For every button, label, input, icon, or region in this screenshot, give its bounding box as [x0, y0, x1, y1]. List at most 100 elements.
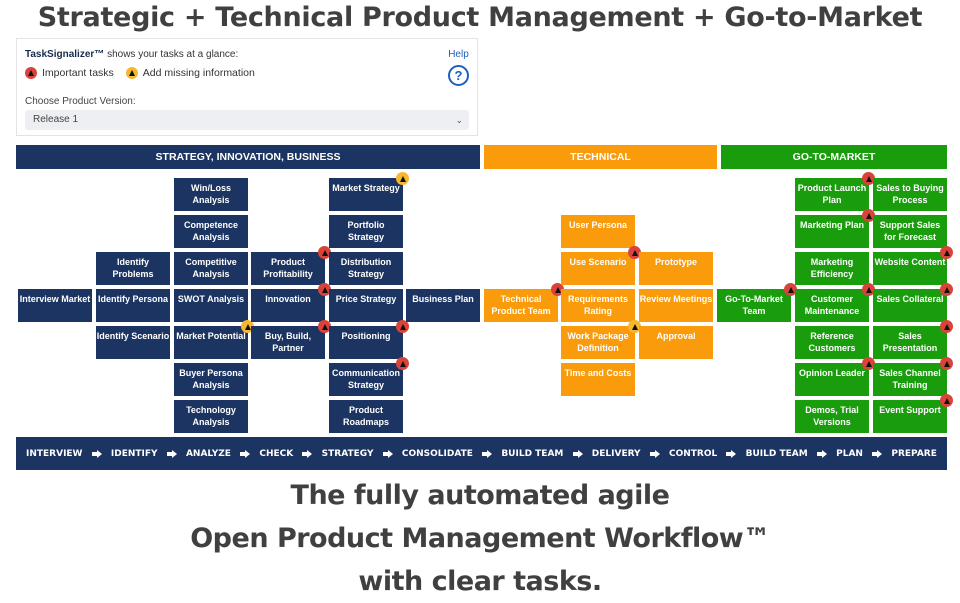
warning-icon[interactable] — [862, 357, 875, 370]
task-technical-product-team[interactable]: Technical Product Team — [484, 283, 564, 322]
task-sales-channel-training[interactable]: Sales Channel Training — [873, 357, 953, 396]
task-label: Market Potential — [176, 331, 246, 341]
task-marketing-plan[interactable]: Marketing Plan — [795, 209, 875, 248]
task-customer-maintenance[interactable]: Customer Maintenance — [795, 283, 875, 322]
task-opinion-leader[interactable]: Opinion Leader — [795, 357, 875, 396]
warning-icon[interactable] — [551, 283, 564, 296]
warning-icon[interactable] — [318, 246, 331, 259]
task-product-roadmaps[interactable]: Product Roadmaps — [329, 400, 403, 433]
task-market-strategy[interactable]: Market Strategy — [329, 172, 409, 211]
task-win-loss-analysis[interactable]: Win/Loss Analysis — [174, 178, 248, 211]
task-label: Price Strategy — [335, 294, 397, 304]
task-website-content[interactable]: Website Content — [873, 246, 953, 285]
task-price-strategy[interactable]: Price Strategy — [329, 289, 403, 322]
warning-icon[interactable] — [396, 172, 409, 185]
task-label: Communication Strategy — [331, 368, 400, 390]
task-sales-presentation[interactable]: Sales Presentation — [873, 320, 953, 359]
task-swot-analysis[interactable]: SWOT Analysis — [174, 289, 248, 322]
legend: Important tasks Add missing information — [25, 67, 267, 79]
task-label: Sales Presentation — [882, 331, 938, 353]
task-review-meetings[interactable]: Review Meetings — [639, 289, 713, 322]
arrow-right-icon — [572, 449, 583, 458]
band-go-to-market: GO-TO-MARKET — [721, 145, 947, 169]
warning-icon[interactable] — [940, 246, 953, 259]
task-innovation[interactable]: Innovation — [251, 283, 331, 322]
warning-icon[interactable] — [318, 283, 331, 296]
task-go-to-market-team[interactable]: Go-To-Market Team — [717, 283, 797, 322]
help-link[interactable]: Help ? — [448, 49, 469, 86]
task-label: Demos, Trial Versions — [805, 405, 859, 427]
task-sales-to-buying-process[interactable]: Sales to Buying Process — [873, 178, 947, 211]
task-product-launch-plan[interactable]: Product Launch Plan — [795, 172, 875, 211]
task-competitive-analysis[interactable]: Competitive Analysis — [174, 252, 248, 285]
tagline-line: with clear tasks. — [358, 566, 602, 597]
warning-icon — [125, 67, 138, 79]
help-icon[interactable]: ? — [448, 65, 469, 86]
task-label: Sales Collateral — [876, 294, 944, 304]
arrow-right-icon — [240, 449, 251, 458]
task-support-sales-for-forecast[interactable]: Support Sales for Forecast — [873, 215, 947, 248]
task-event-support[interactable]: Event Support — [873, 394, 953, 433]
warning-icon[interactable] — [940, 394, 953, 407]
task-distribution-strategy[interactable]: Distribution Strategy — [329, 252, 403, 285]
task-identify-problems[interactable]: Identify Problems — [96, 252, 170, 285]
warning-icon[interactable] — [940, 283, 953, 296]
task-market-potential[interactable]: Market Potential — [174, 320, 254, 359]
task-label: Review Meetings — [639, 294, 713, 304]
arrow-right-icon — [726, 449, 737, 458]
warning-icon[interactable] — [862, 209, 875, 222]
task-portfolio-strategy[interactable]: Portfolio Strategy — [329, 215, 403, 248]
legend-label: Important tasks — [42, 67, 114, 79]
warning-icon[interactable] — [628, 246, 641, 259]
warning-icon[interactable] — [862, 283, 875, 296]
warning-icon[interactable] — [940, 357, 953, 370]
task-communication-strategy[interactable]: Communication Strategy — [329, 357, 409, 396]
warning-icon[interactable] — [784, 283, 797, 296]
task-prototype[interactable]: Prototype — [639, 252, 713, 285]
tagline-line: Open Product Management Workflow™ — [190, 523, 770, 554]
task-identify-scenario[interactable]: Identify Scenario — [96, 326, 170, 359]
version-select[interactable]: Release 1 ⌄ — [25, 110, 469, 130]
task-user-persona[interactable]: User Persona — [561, 215, 635, 248]
task-label: Buy, Build, Partner — [264, 331, 312, 353]
task-label: Identify Problems — [112, 257, 154, 279]
task-marketing-efficiency[interactable]: Marketing Efficiency — [795, 252, 869, 285]
task-requirements-rating[interactable]: Requirements Rating — [561, 289, 635, 322]
task-interview-market[interactable]: Interview Market — [18, 289, 92, 322]
tasksignalizer-panel: TaskSignalizer™ shows your tasks at a gl… — [16, 38, 478, 136]
warning-icon[interactable] — [396, 357, 409, 370]
task-label: Identify Scenario — [96, 331, 170, 341]
arrow-right-icon — [166, 449, 177, 458]
task-product-profitability[interactable]: Product Profitability — [251, 246, 331, 285]
task-sales-collateral[interactable]: Sales Collateral — [873, 283, 953, 322]
arrow-right-icon — [816, 449, 827, 458]
warning-icon[interactable] — [628, 320, 641, 333]
task-label: Reference Customers — [808, 331, 856, 353]
task-buy-build-partner[interactable]: Buy, Build, Partner — [251, 320, 331, 359]
panel-intro: TaskSignalizer™ shows your tasks at a gl… — [25, 49, 238, 60]
warning-icon[interactable] — [396, 320, 409, 333]
warning-icon[interactable] — [940, 320, 953, 333]
task-competence-analysis[interactable]: Competence Analysis — [174, 215, 248, 248]
task-time-and-costs[interactable]: Time and Costs — [561, 363, 635, 396]
task-demos-trial-versions[interactable]: Demos, Trial Versions — [795, 400, 869, 433]
warning-icon[interactable] — [318, 320, 331, 333]
task-work-package-definition[interactable]: Work Package Definition — [561, 320, 641, 359]
warning-icon[interactable] — [241, 320, 254, 333]
task-use-scenario[interactable]: Use Scenario — [561, 246, 641, 285]
task-label: Innovation — [265, 294, 311, 304]
task-identify-persona[interactable]: Identify Persona — [96, 289, 170, 322]
warning-icon[interactable] — [862, 172, 875, 185]
task-buyer-persona-analysis[interactable]: Buyer Persona Analysis — [174, 363, 248, 396]
task-business-plan[interactable]: Business Plan — [406, 289, 480, 322]
arrow-right-icon — [649, 449, 660, 458]
brand-name: TaskSignalizer™ — [25, 49, 105, 60]
help-label[interactable]: Help — [448, 49, 469, 60]
task-technology-analysis[interactable]: Technology Analysis — [174, 400, 248, 433]
task-positioning[interactable]: Positioning — [329, 320, 409, 359]
task-label: Customer Maintenance — [804, 294, 860, 316]
task-approval[interactable]: Approval — [639, 326, 713, 359]
task-reference-customers[interactable]: Reference Customers — [795, 326, 869, 359]
version-selected: Release 1 — [33, 114, 79, 125]
